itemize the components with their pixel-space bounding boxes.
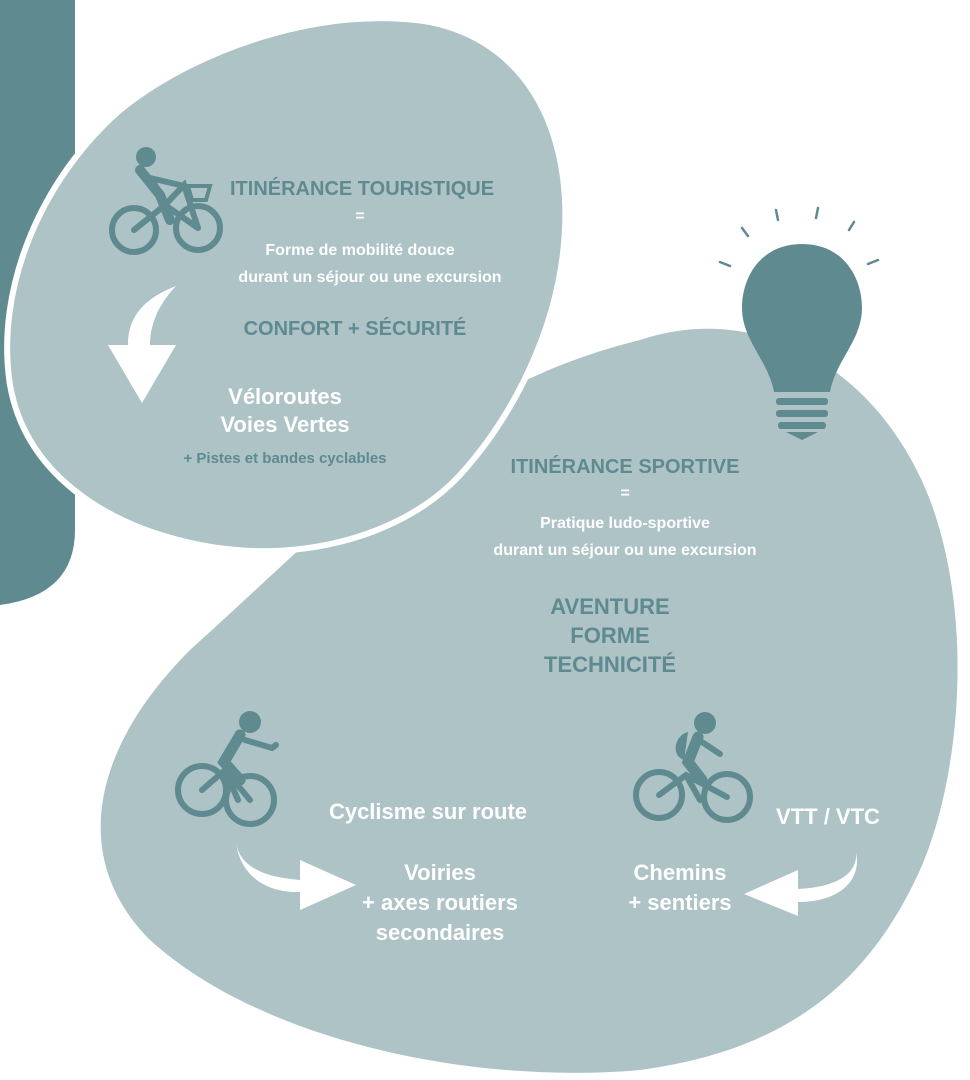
sportive-definition-line2: durant un séjour ou une excursion [493,542,757,559]
bicycle-with-basket-icon [109,147,223,255]
road-cyclist-icon [175,711,279,827]
lightbulb-icon [718,206,880,440]
touristique-equals: = [355,208,365,225]
sportive-equals: = [620,485,630,502]
touristique-definition-line1: Forme de mobilité douce [265,242,455,259]
road-cycling-label: Cyclisme sur route [328,799,528,824]
sportive-value-2: FORME [570,623,650,648]
touristique-infra-extra: + Pistes et bandes cyclables [183,450,387,467]
curved-right-arrow-icon [236,843,356,910]
touristique-definition-line2: durant un séjour ou une excursion [238,269,502,286]
road-infra-line1: Voiries [404,860,476,885]
road-infra-line2: + axes routiers [362,890,518,915]
curved-left-arrow-icon [744,852,857,916]
sportive-value-1: AVENTURE [550,594,670,619]
mtb-infra-line1: Chemins [633,860,727,885]
sportive-value-3: TECHNICITÉ [544,652,676,677]
touristique-infra-line1: Véloroutes [228,384,342,409]
mountain-biker-icon [633,712,753,823]
touristique-title: ITINÉRANCE TOURISTIQUE [230,178,495,200]
touristique-infra-line2: Voies Vertes [220,412,350,437]
sportive-title: ITINÉRANCE SPORTIVE [510,456,740,478]
curved-down-arrow-icon [108,286,176,403]
touristique-values: CONFORT + SÉCURITÉ [243,318,467,340]
mtb-infra-line2: + sentiers [628,890,732,915]
mtb-label: VTT / VTC [776,804,880,829]
sportive-definition-line1: Pratique ludo-sportive [540,515,710,532]
road-infra-line3: secondaires [375,920,505,945]
